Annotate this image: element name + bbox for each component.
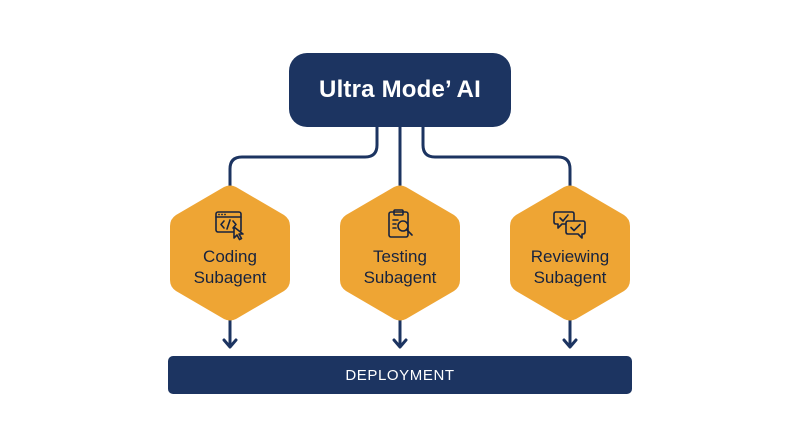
reviewing-subagent-node: Reviewing Subagent xyxy=(506,183,634,323)
testing-hexagon-shape xyxy=(340,185,460,321)
reviewing-label-line1: Reviewing xyxy=(530,247,610,266)
connector-root-to-reviewing xyxy=(421,125,572,189)
testing-subagent-node: Testing Subagent xyxy=(336,183,464,323)
deployment-label: DEPLOYMENT xyxy=(345,366,455,384)
reviewing-subagent-label: Reviewing Subagent xyxy=(531,246,609,288)
arrowhead-reviewing xyxy=(562,338,578,349)
deployment-bar: DEPLOYMENT xyxy=(168,356,632,394)
code-window-cursor-icon xyxy=(215,211,244,241)
arrowhead-testing xyxy=(392,338,408,349)
coding-subagent-label: Coding Subagent xyxy=(194,246,267,288)
coding-hexagon-shape xyxy=(170,185,290,321)
reviewing-label-line2: Subagent xyxy=(533,268,607,287)
coding-label-line1: Coding xyxy=(203,247,257,266)
root-node-title: Ultra Mode’ AI xyxy=(319,76,481,103)
clipboard-magnifier-icon xyxy=(388,209,413,238)
ultra-mode-ai-node: Ultra Mode’ AI xyxy=(289,53,511,127)
connector-root-to-coding xyxy=(228,125,379,189)
reviewing-hexagon-shape xyxy=(510,185,630,321)
testing-subagent-label: Testing Subagent xyxy=(364,246,437,288)
testing-label-line1: Testing xyxy=(373,247,427,266)
coding-subagent-node: Coding Subagent xyxy=(166,183,294,323)
coding-label-line2: Subagent xyxy=(193,268,267,287)
arrowhead-coding xyxy=(222,338,238,349)
testing-label-line2: Subagent xyxy=(363,268,437,287)
chat-checkmarks-icon xyxy=(553,211,586,239)
